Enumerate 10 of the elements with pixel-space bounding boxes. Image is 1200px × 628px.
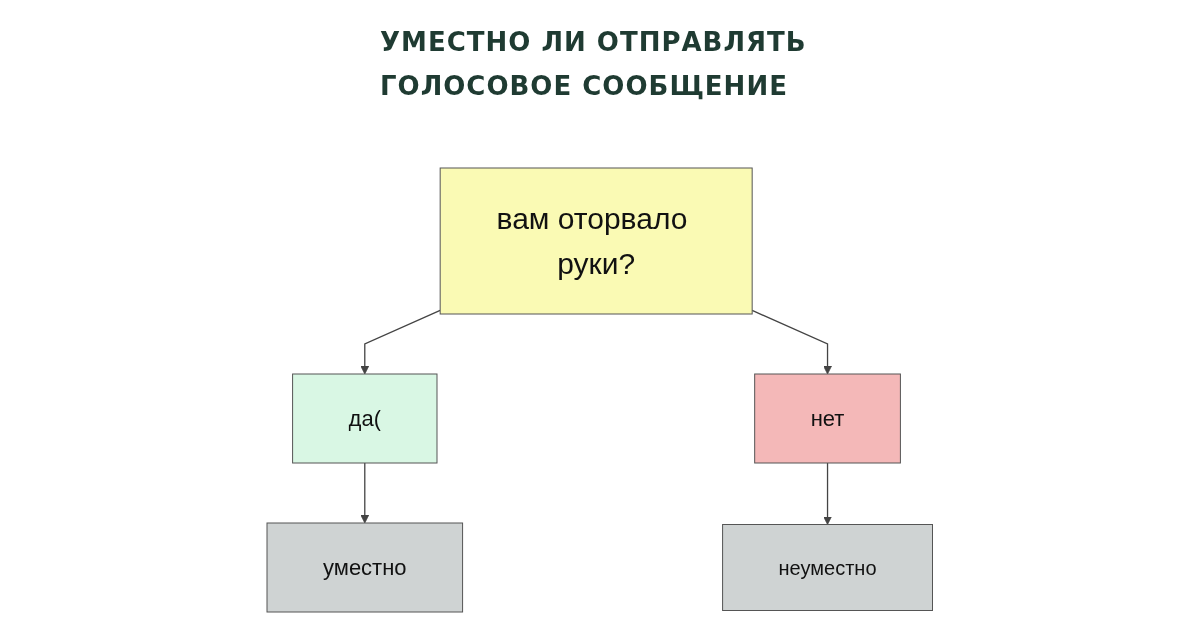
node-box: неуместно [722, 524, 934, 611]
arrow [751, 309, 833, 375]
node-box: нет [754, 373, 902, 464]
arrow [360, 462, 370, 524]
node-box: да( [292, 373, 438, 464]
node-box: уместно [266, 522, 464, 613]
arrow [823, 462, 833, 525]
arrow [360, 309, 442, 375]
node-box: вам оторвало руки? [439, 167, 753, 315]
diagram-title: УМЕСТНО ЛИ ОТПРАВЛЯТЬ ГОЛОСОВОЕ СООБЩЕНИЕ [380, 26, 808, 103]
